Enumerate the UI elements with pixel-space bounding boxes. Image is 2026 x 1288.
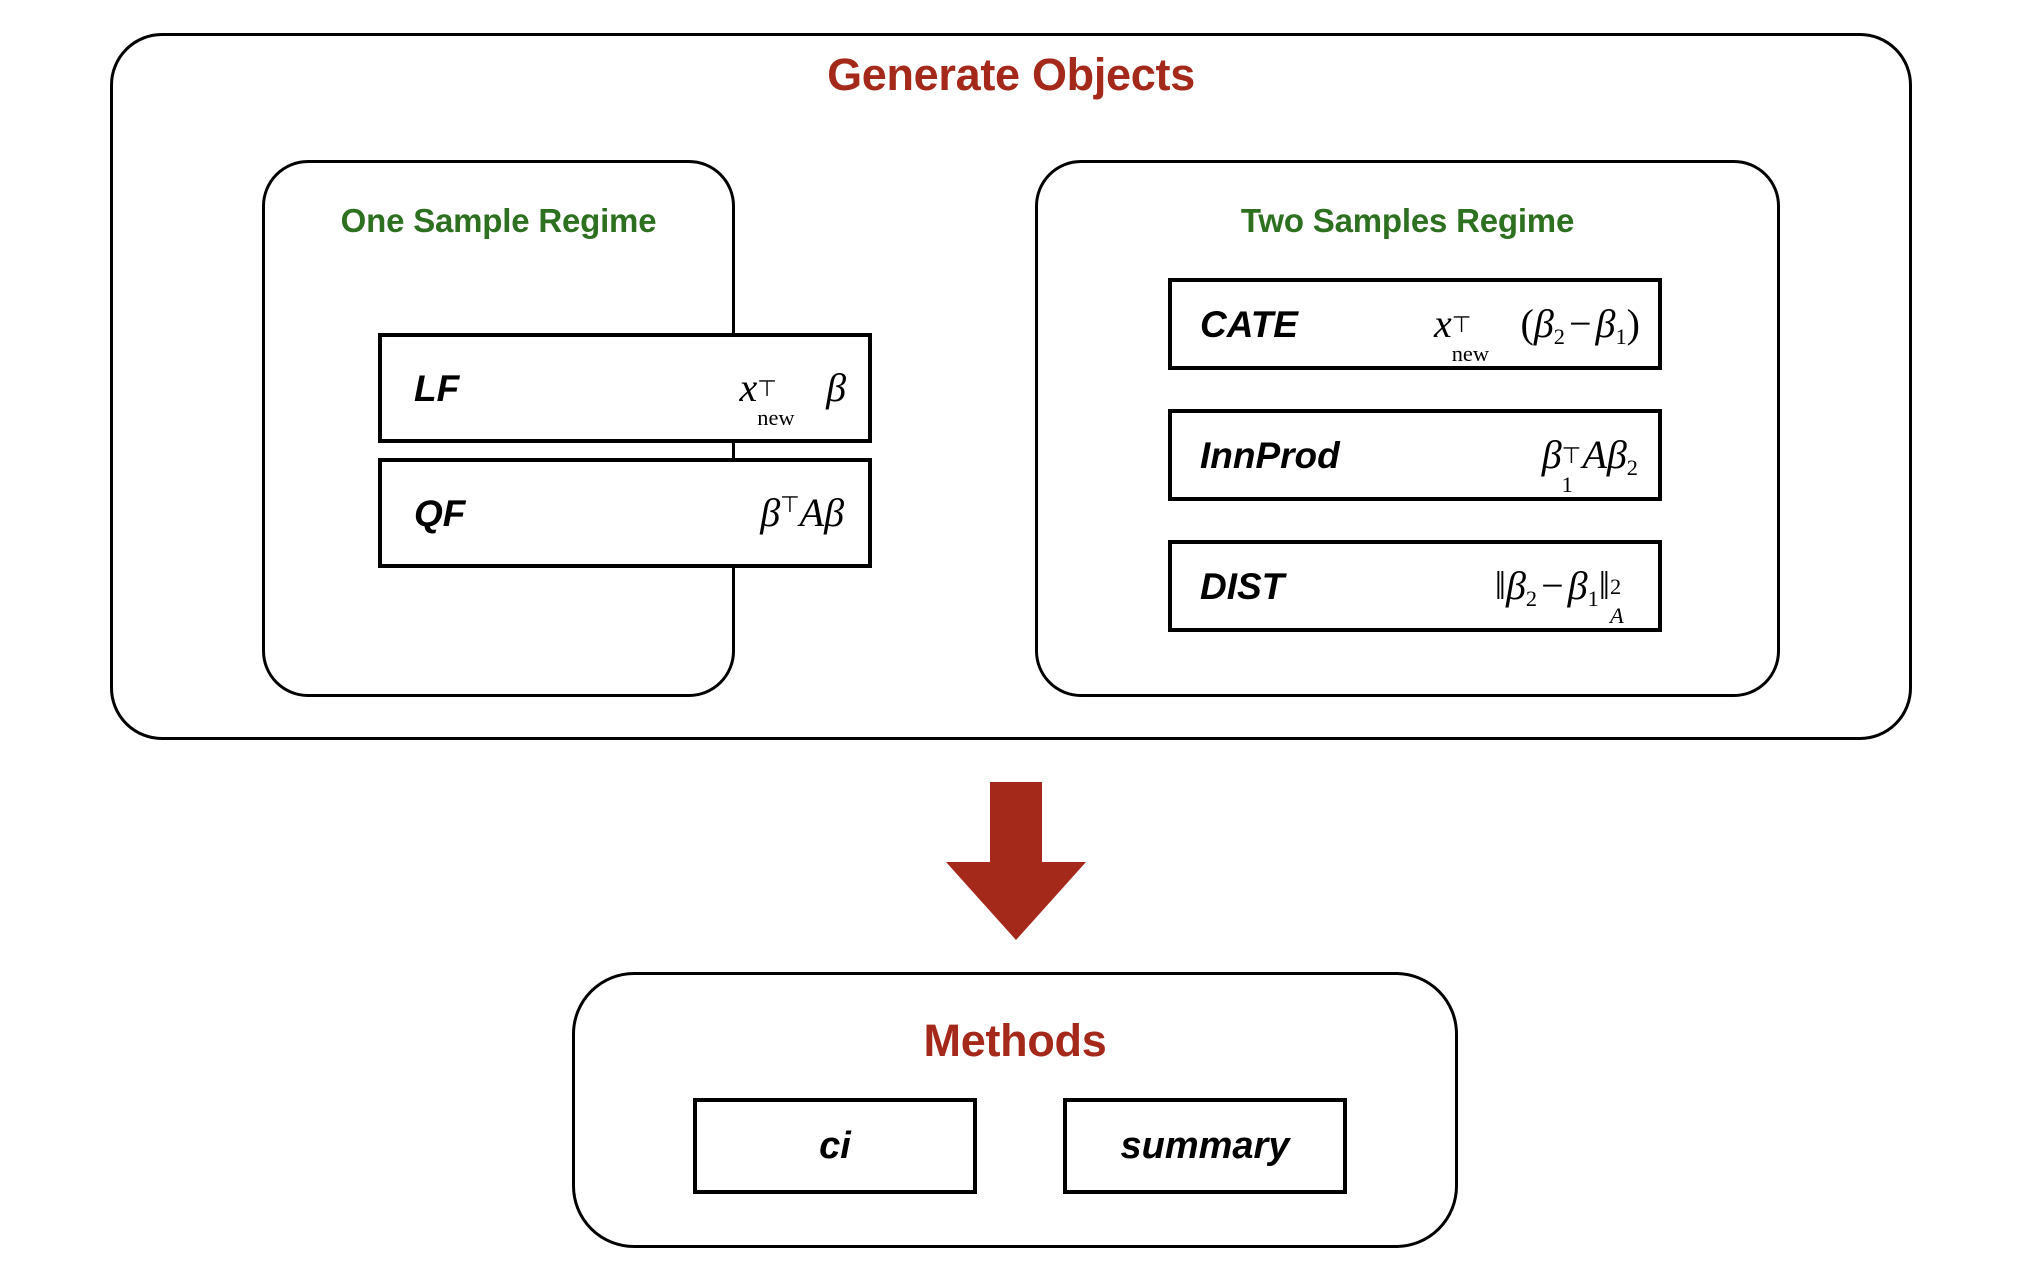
one-sample-regime-title: One Sample Regime xyxy=(340,202,657,239)
method-label-summary: summary xyxy=(1120,1125,1290,1167)
object-label-dist: DIST xyxy=(1200,565,1285,607)
method-box-ci[interactable]: ci xyxy=(693,1098,977,1194)
methods-title: Methods xyxy=(923,1015,1107,1066)
object-box-cate[interactable]: CATE x⊤new(β2−β1) xyxy=(1168,278,1662,370)
two-samples-regime-title: Two Samples Regime xyxy=(1240,202,1575,239)
object-formula-qf: β⊤Aβ xyxy=(760,490,844,535)
generate-objects-title: Generate Objects xyxy=(827,49,1195,100)
method-box-summary[interactable]: summary xyxy=(1063,1098,1347,1194)
object-label-innprod: InnProd xyxy=(1200,434,1340,476)
object-label-cate: CATE xyxy=(1200,303,1298,345)
object-formula-cate: x⊤new(β2−β1) xyxy=(1433,301,1640,367)
object-label-qf: QF xyxy=(414,492,466,534)
flow-arrow-down-icon xyxy=(946,782,1086,940)
object-label-lf: LF xyxy=(414,367,460,409)
method-label-ci: ci xyxy=(819,1125,851,1167)
object-box-qf[interactable]: QF β⊤Aβ xyxy=(378,458,872,568)
